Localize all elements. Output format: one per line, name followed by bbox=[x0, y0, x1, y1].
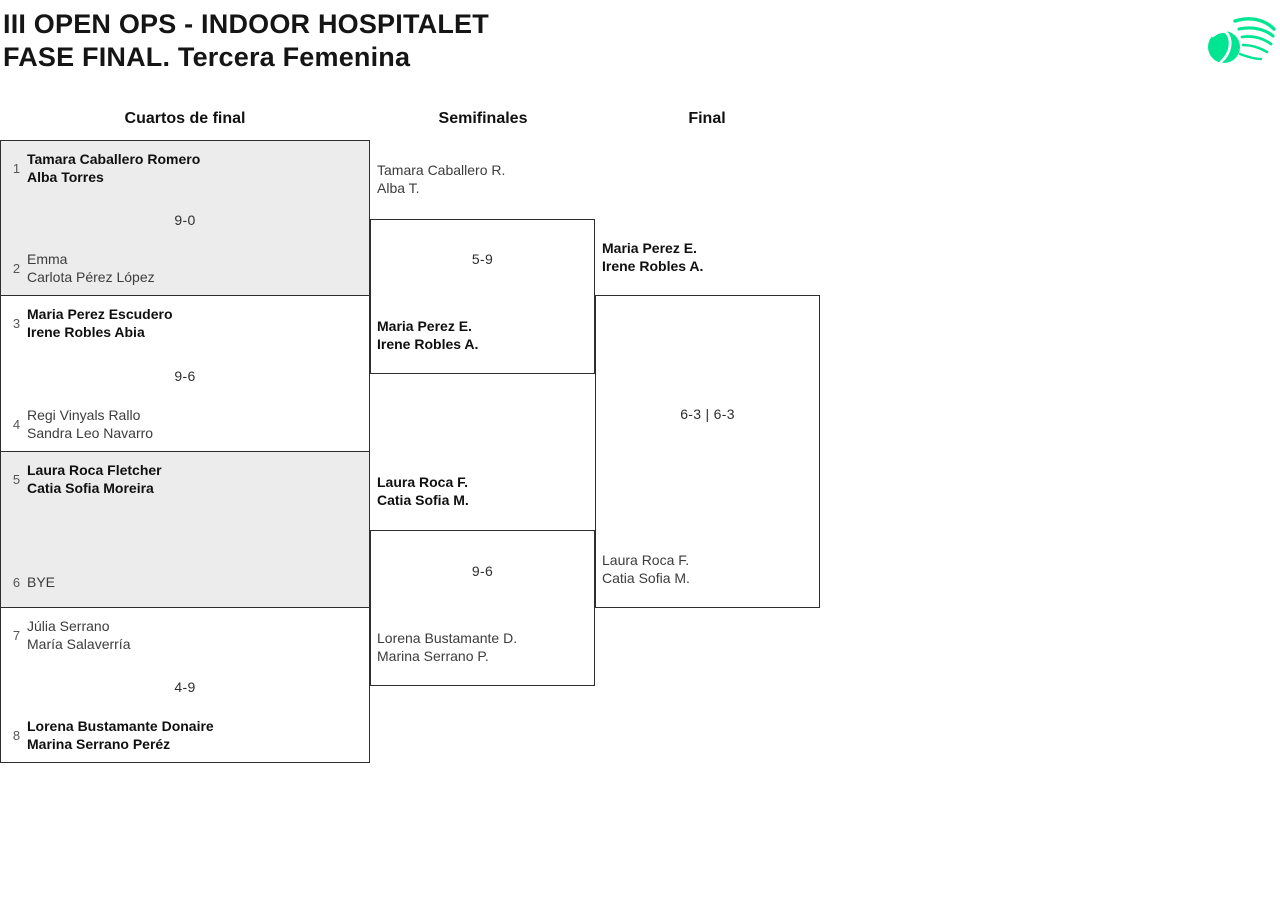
semifinal-2-team-bottom: Lorena Bustamante D. Marina Serrano P. bbox=[377, 630, 518, 664]
match-score: 9-0 bbox=[174, 212, 196, 228]
seed-number: 8 bbox=[12, 727, 21, 743]
final-team-top: Maria Perez E. Irene Robles A. bbox=[602, 240, 704, 274]
team-entry: 2 Emma Carlota Pérez López bbox=[8, 250, 155, 286]
team-names: Tamara Caballero Romero Alba Torres bbox=[27, 151, 201, 185]
team-names: Regi Vinyals Rallo Sandra Leo Navarro bbox=[27, 407, 154, 441]
team-entry: 1 Tamara Caballero Romero Alba Torres bbox=[8, 150, 200, 186]
round-header-semifinals: Semifinales bbox=[438, 110, 528, 127]
semifinal-2-team-top: Laura Roca F. Catia Sofia M. bbox=[377, 474, 469, 508]
match-score: 9-6 bbox=[174, 368, 196, 384]
team-entry: 6 BYE bbox=[8, 573, 55, 591]
match-score: 4-9 bbox=[174, 679, 196, 695]
tournament-title: III OPEN OPS - INDOOR HOSPITALET bbox=[3, 9, 489, 39]
team-names: BYE bbox=[27, 574, 56, 590]
quarterfinal-match-3: 5 Laura Roca Fletcher Catia Sofia Moreir… bbox=[0, 451, 370, 608]
semifinal-match-1: 5-9 bbox=[370, 219, 595, 374]
tournament-title-block: III OPEN OPS - INDOOR HOSPITALET FASE FI… bbox=[3, 8, 489, 74]
quarterfinal-match-2: 3 Maria Perez Escudero Irene Robles Abia… bbox=[0, 295, 370, 452]
tournament-subtitle: FASE FINAL. Tercera Femenina bbox=[3, 42, 411, 72]
team-entry: 7 Júlia Serrano María Salaverría bbox=[8, 617, 131, 653]
final-match: 6-3 | 6-3 bbox=[595, 295, 820, 608]
team-entry: 4 Regi Vinyals Rallo Sandra Leo Navarro bbox=[8, 406, 153, 442]
team-names: Júlia Serrano María Salaverría bbox=[27, 618, 131, 652]
team-names: Emma Carlota Pérez López bbox=[27, 251, 155, 285]
seed-number: 2 bbox=[12, 260, 21, 276]
quarterfinal-match-4: 7 Júlia Serrano María Salaverría 4-9 8 L… bbox=[0, 607, 370, 763]
team-entry: 8 Lorena Bustamante Donaire Marina Serra… bbox=[8, 717, 214, 753]
match-score: 6-3 | 6-3 bbox=[680, 406, 735, 422]
round-header-final: Final bbox=[688, 110, 726, 127]
seed-number: 1 bbox=[12, 160, 21, 176]
team-entry: 3 Maria Perez Escudero Irene Robles Abia bbox=[8, 305, 173, 341]
seed-number: 6 bbox=[12, 574, 21, 590]
quarterfinal-match-1: 1 Tamara Caballero Romero Alba Torres 9-… bbox=[0, 140, 370, 296]
seed-number: 5 bbox=[12, 471, 21, 487]
seed-number: 3 bbox=[12, 315, 21, 331]
team-entry: 5 Laura Roca Fletcher Catia Sofia Moreir… bbox=[8, 461, 162, 497]
ball-swoosh-logo-icon bbox=[1208, 17, 1276, 64]
match-score: 5-9 bbox=[471, 251, 494, 267]
seed-number: 4 bbox=[12, 416, 21, 432]
match-score: 9-6 bbox=[471, 563, 494, 579]
semifinal-1-team-top: Tamara Caballero R. Alba T. bbox=[377, 162, 506, 196]
team-names: Laura Roca Fletcher Catia Sofia Moreira bbox=[27, 462, 162, 496]
semifinal-match-2: 9-6 bbox=[370, 530, 595, 686]
seed-number: 7 bbox=[12, 627, 21, 643]
round-header-quarterfinals: Cuartos de final bbox=[124, 110, 246, 127]
final-team-bottom: Laura Roca F. Catia Sofia M. bbox=[602, 552, 690, 586]
semifinal-1-team-bottom: Maria Perez E. Irene Robles A. bbox=[377, 318, 479, 352]
team-names: Maria Perez Escudero Irene Robles Abia bbox=[27, 306, 173, 340]
team-names: Lorena Bustamante Donaire Marina Serrano… bbox=[27, 718, 214, 752]
